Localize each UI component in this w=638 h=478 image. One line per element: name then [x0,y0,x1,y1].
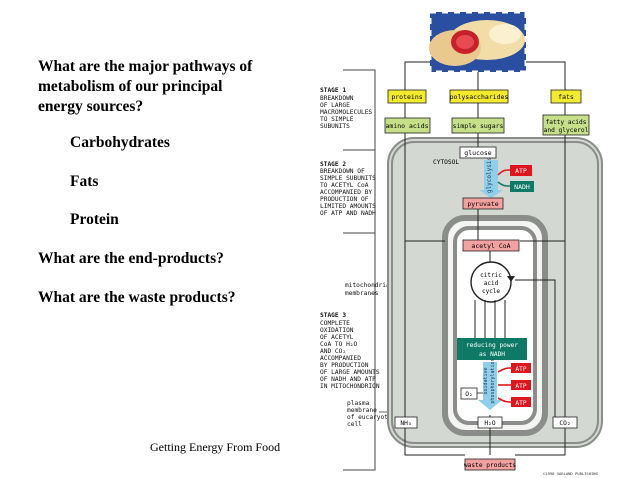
stage1-line: SUBUNITS [320,123,350,130]
stage2-line: PRODUCTION OF [320,196,369,203]
label-h2o: H₂O [484,420,495,427]
copyright-text: ©1998 GARLAND PUBLISHING [543,471,599,476]
nadh-badge-glycolysis: NADH [497,181,534,192]
question-line: What are the major pathways of [38,58,253,75]
label-glucose: glucose [464,149,491,157]
stage3-line: CoA TO H₂O [320,341,358,348]
glycolysis-arrow: glycolysis [479,157,503,198]
stage3-line: OF LARGE AMOUNTS [320,369,380,376]
box-polysaccharides: polysaccharides [449,89,509,104]
label-acetyl-coa: acetyl CoA [471,242,510,250]
box-simple-sugars: simple sugars [451,117,505,134]
plasma-label: plasma [347,400,370,407]
atp-badge-2: ATP [511,380,531,390]
label-atp: ATP [515,366,526,373]
question-waste-products: What are the waste products? [38,289,236,306]
label-nh3: NH₃ [400,420,411,427]
label-proteins: proteins [391,93,422,101]
stage3-title: STAGE 3 [320,312,346,319]
label-atp: ATP [515,383,526,390]
box-waste-products: waste products [464,458,516,471]
label-fatty-acids: fatty acids [546,119,587,126]
stage2-line: OF ATP AND NADH [320,210,376,217]
plasma-label: membrane [347,407,377,414]
stage3-line: OF NADH AND ATP [320,376,376,383]
stage1-line: BREAKDOWN [320,95,354,102]
stage2-title: STAGE 2 [320,161,346,168]
stage2-line: ACCOMPANIED BY [320,189,372,196]
box-amino-acids: amino acids [384,117,431,134]
plasma-label: cell [347,421,362,428]
food-photo [428,10,528,74]
box-co2: CO₂ [552,416,578,429]
atp-badge-1: ATP [511,363,531,373]
stage1-line: TO SIMPLE [320,116,354,123]
box-proteins: proteins [387,89,427,104]
box-pyruvate: pyruvate [462,197,504,210]
stage2-line: BREAKDOWN OF [320,168,365,175]
box-fats: fats [550,89,582,104]
label-glycerol: and glycerol [544,127,589,134]
box-reducing-power: reducing power as NADH [457,338,527,360]
caption: Getting Energy From Food [150,440,281,454]
box-glucose: glucose [459,146,497,159]
mito-label: membranes [345,290,379,297]
box-nh3: NH₃ [394,416,418,429]
atp-badge-glycolysis: ATP [497,165,532,176]
box-o2: O₂ [460,387,478,400]
list-item-protein: Protein [70,211,119,228]
stage1-line: OF LARGE [320,102,350,109]
oxphos-arrow: oxidative phosphorylation [478,358,502,410]
box-h2o: H₂O [477,416,503,429]
label-reducing-power: reducing power [466,342,518,349]
list-item-fats: Fats [70,173,99,190]
label-co2: CO₂ [559,420,570,427]
stage3-line: COMPLETE [320,320,350,327]
question-line: energy sources? [38,98,144,115]
metabolism-figure: STAGE 1 BREAKDOWN OF LARGE MACROMOLECULE… [320,10,603,476]
label-fats: fats [558,93,574,101]
box-acetyl-coa: acetyl CoA [462,239,520,252]
stage3-line: IN MITOCHONDRION [320,383,380,390]
stage3-line: OXIDATION [320,327,354,334]
question-line: metabolism of our principal [38,78,223,95]
stage2-line: SIMPLE SUBUNITS [320,175,376,182]
stage3-line: AND CO₂ [320,348,346,355]
atp-badge-3: ATP [511,397,531,407]
label-polysaccharides: polysaccharides [450,93,509,101]
stage1-title: STAGE 1 [320,87,346,94]
citric-acid-cycle: citric acid cycle [470,261,515,303]
stage2-line: LIMITED AMOUNTS [320,203,376,210]
question-end-products: What are the end-products? [38,250,224,267]
box-fatty-acids: fatty acids and glycerol [542,114,590,136]
label-cycle: cycle [482,288,500,295]
label-waste-products: waste products [464,462,516,469]
label-o2: O₂ [465,391,472,398]
stage3-line: BY PRODUCTION [320,362,369,369]
label-cytosol: CYTOSOL [433,159,459,166]
label-oxidative: oxidative [483,367,489,394]
stage-brackets [343,69,376,471]
list-item-carbohydrates: Carbohydrates [70,134,170,151]
question-pathways: What are the major pathways of metabolis… [38,57,252,117]
stage2-line: TO ACETYL CoA [320,182,369,189]
label-acid: acid [484,280,499,287]
label-amino-acids: amino acids [385,122,428,130]
label-citric: citric [480,272,502,279]
plasma-label: of eucaryotic [347,414,396,421]
label-simple-sugars: simple sugars [453,122,504,130]
label-nadh: NADH [514,183,530,191]
label-as-nadh: as NADH [479,351,505,358]
label-atp: ATP [515,400,526,407]
label-glycolysis: glycolysis [486,157,493,194]
stage1-line: MACROMOLECULES [320,109,372,116]
mito-label: mitochondrial [345,282,394,289]
label-phosphorylation: phosphorylation [490,358,496,403]
label-atp: ATP [515,167,527,175]
stage3-line: ACCOMPANIED [320,355,361,362]
stage3-line: OF ACETYL [320,334,354,341]
label-pyruvate: pyruvate [467,200,498,208]
